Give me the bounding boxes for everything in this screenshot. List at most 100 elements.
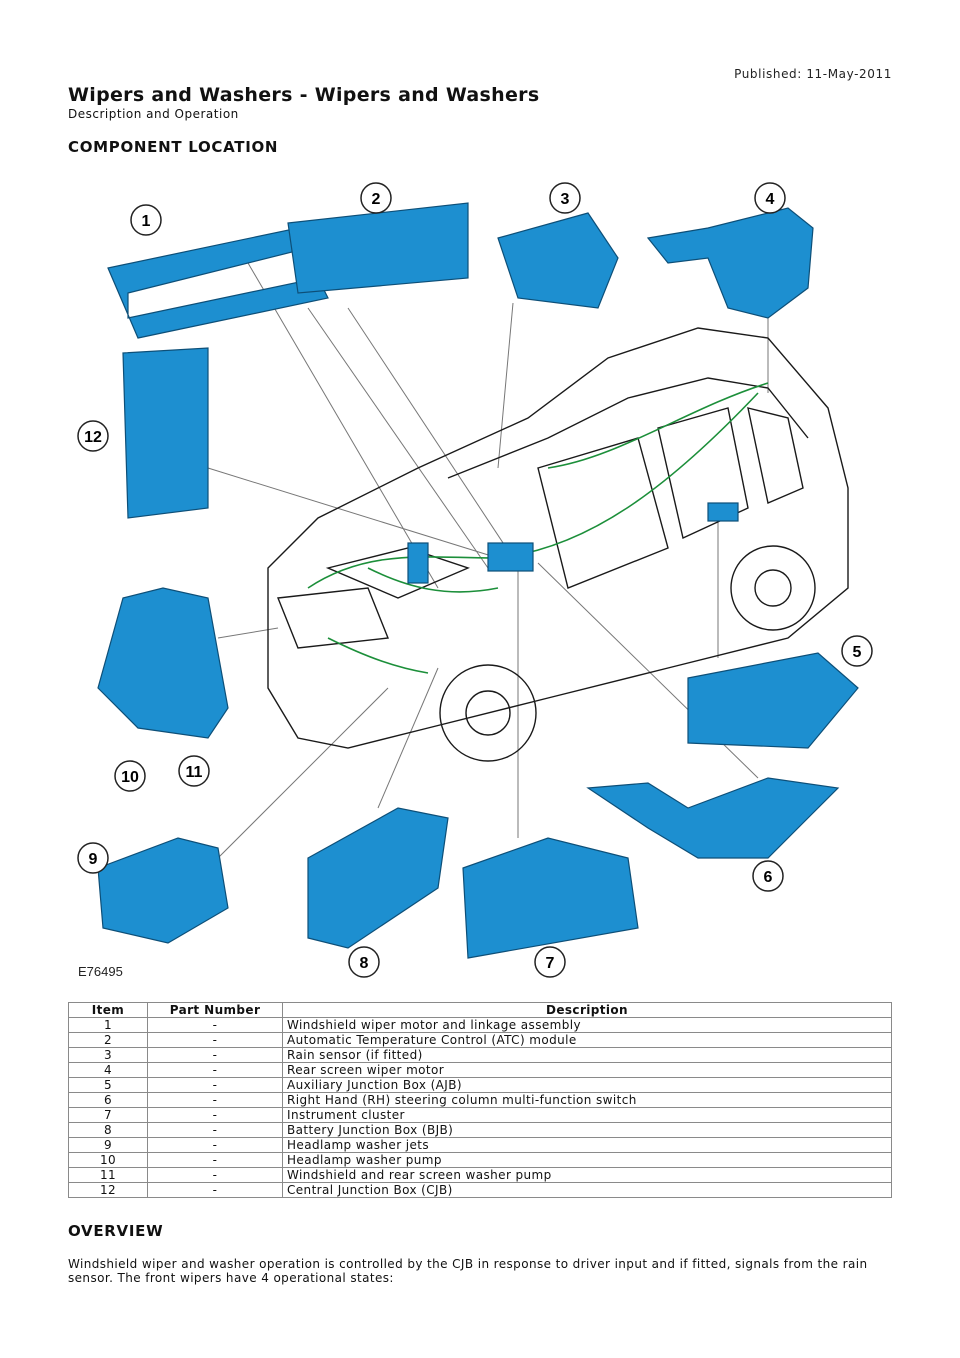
table-row: 4-Rear screen wiper motor [68, 1062, 892, 1078]
cell-description: Central Junction Box (CJB) [282, 1182, 892, 1198]
cell-item: 5 [68, 1077, 148, 1093]
cell-description: Headlamp washer jets [282, 1137, 892, 1153]
cell-part-number: - [147, 1092, 283, 1108]
washer-pump-reservoir-shape [97, 587, 229, 739]
table-row: 1-Windshield wiper motor and linkage ass… [68, 1017, 892, 1033]
cell-item: 3 [68, 1047, 148, 1063]
callout-label-10: 10 [121, 769, 139, 786]
component-shapes [97, 202, 859, 959]
rear-wiper-motor-shape [646, 207, 814, 319]
rain-sensor-shape [497, 212, 619, 309]
cell-item: 8 [68, 1122, 148, 1138]
cell-description: Auxiliary Junction Box (AJB) [282, 1077, 892, 1093]
callout-label-9: 9 [89, 851, 98, 868]
callout-8: 8 [348, 946, 380, 978]
atc-module-shape [287, 202, 469, 294]
cell-description: Windshield and rear screen washer pump [282, 1167, 892, 1183]
section-heading-component-location: COMPONENT LOCATION [68, 138, 279, 156]
component-location-diagram: 1 2 3 4 5 6 7 8 9 10 11 12 E76495 [68, 168, 898, 990]
cell-item: 12 [68, 1182, 148, 1198]
callout-7: 7 [534, 946, 566, 978]
callout-label-2: 2 [372, 191, 381, 208]
callout-label-4: 4 [766, 191, 775, 208]
callout-4: 4 [754, 182, 786, 214]
table-row: 9-Headlamp washer jets [68, 1137, 892, 1153]
col-header-item: Item [68, 1002, 148, 1018]
parts-table: Item Part Number Description 1-Windshiel… [68, 1002, 892, 1198]
cell-description: Rain sensor (if fitted) [282, 1047, 892, 1063]
col-header-description: Description [282, 1002, 892, 1018]
callout-label-7: 7 [546, 955, 555, 972]
table-header-row: Item Part Number Description [68, 1002, 892, 1018]
figure-id: E76495 [78, 964, 123, 979]
cell-description: Windshield wiper motor and linkage assem… [282, 1017, 892, 1033]
cell-description: Automatic Temperature Control (ATC) modu… [282, 1032, 892, 1048]
bjb-shape [307, 807, 449, 949]
cell-item: 2 [68, 1032, 148, 1048]
cell-item: 9 [68, 1137, 148, 1153]
wiring-harness [307, 382, 769, 674]
overview-paragraph: Windshield wiper and washer operation is… [68, 1257, 868, 1285]
callout-3: 3 [549, 182, 581, 214]
table-row: 5-Auxiliary Junction Box (AJB) [68, 1077, 892, 1093]
cell-item: 1 [68, 1017, 148, 1033]
ajb-shape [687, 652, 859, 749]
callout-2: 2 [360, 182, 392, 214]
cell-part-number: - [147, 1077, 283, 1093]
table-row: 10-Headlamp washer pump [68, 1152, 892, 1168]
callout-1: 1 [130, 204, 162, 236]
callout-label-1: 1 [142, 213, 151, 230]
section-heading-overview: OVERVIEW [68, 1222, 164, 1240]
cell-part-number: - [147, 1122, 283, 1138]
cell-item: 10 [68, 1152, 148, 1168]
cell-description: Headlamp washer pump [282, 1152, 892, 1168]
cell-part-number: - [147, 1182, 283, 1198]
callout-label-8: 8 [360, 955, 369, 972]
callout-11: 11 [178, 755, 210, 787]
callout-9: 9 [77, 842, 109, 874]
cell-part-number: - [147, 1047, 283, 1063]
callout-label-3: 3 [561, 191, 570, 208]
installed-module-shape-2 [407, 542, 429, 584]
table-row: 3-Rain sensor (if fitted) [68, 1047, 892, 1063]
cell-description: Right Hand (RH) steering column multi-fu… [282, 1092, 892, 1108]
callout-label-12: 12 [84, 429, 102, 446]
callout-label-6: 6 [764, 869, 773, 886]
installed-module-shape-3 [707, 502, 739, 522]
cell-description: Rear screen wiper motor [282, 1062, 892, 1078]
callout-5: 5 [841, 635, 873, 667]
table-row: 8-Battery Junction Box (BJB) [68, 1122, 892, 1138]
cjb-shape [122, 347, 209, 519]
vehicle-outline [267, 327, 849, 762]
diagram-svg: 1 2 3 4 5 6 7 8 9 10 11 12 E76495 [77, 182, 873, 979]
cell-part-number: - [147, 1107, 283, 1123]
cell-item: 11 [68, 1167, 148, 1183]
table-row: 2-Automatic Temperature Control (ATC) mo… [68, 1032, 892, 1048]
callout-12: 12 [77, 420, 109, 452]
installed-module-shape [487, 542, 534, 572]
table-row: 6-Right Hand (RH) steering column multi-… [68, 1092, 892, 1108]
callout-label-5: 5 [853, 644, 862, 661]
page-title: Wipers and Washers - Wipers and Washers [68, 84, 540, 106]
cell-item: 7 [68, 1107, 148, 1123]
published-date: Published: 11-May-2011 [734, 67, 892, 81]
cell-part-number: - [147, 1062, 283, 1078]
cell-part-number: - [147, 1017, 283, 1033]
multifunction-switch-shape [586, 777, 840, 859]
table-row: 7-Instrument cluster [68, 1107, 892, 1123]
instrument-cluster-shape [462, 837, 639, 959]
cell-item: 6 [68, 1092, 148, 1108]
cell-description: Instrument cluster [282, 1107, 892, 1123]
cell-part-number: - [147, 1152, 283, 1168]
callout-label-11: 11 [186, 764, 203, 781]
page-subtitle: Description and Operation [68, 107, 239, 121]
parts-table-body: 1-Windshield wiper motor and linkage ass… [68, 1017, 892, 1198]
table-row: 12-Central Junction Box (CJB) [68, 1182, 892, 1198]
callout-10: 10 [114, 760, 146, 792]
cell-description: Battery Junction Box (BJB) [282, 1122, 892, 1138]
cell-part-number: - [147, 1167, 283, 1183]
cell-part-number: - [147, 1137, 283, 1153]
table-row: 11-Windshield and rear screen washer pum… [68, 1167, 892, 1183]
cell-part-number: - [147, 1032, 283, 1048]
headlamp-washer-jet-shape [97, 837, 229, 944]
